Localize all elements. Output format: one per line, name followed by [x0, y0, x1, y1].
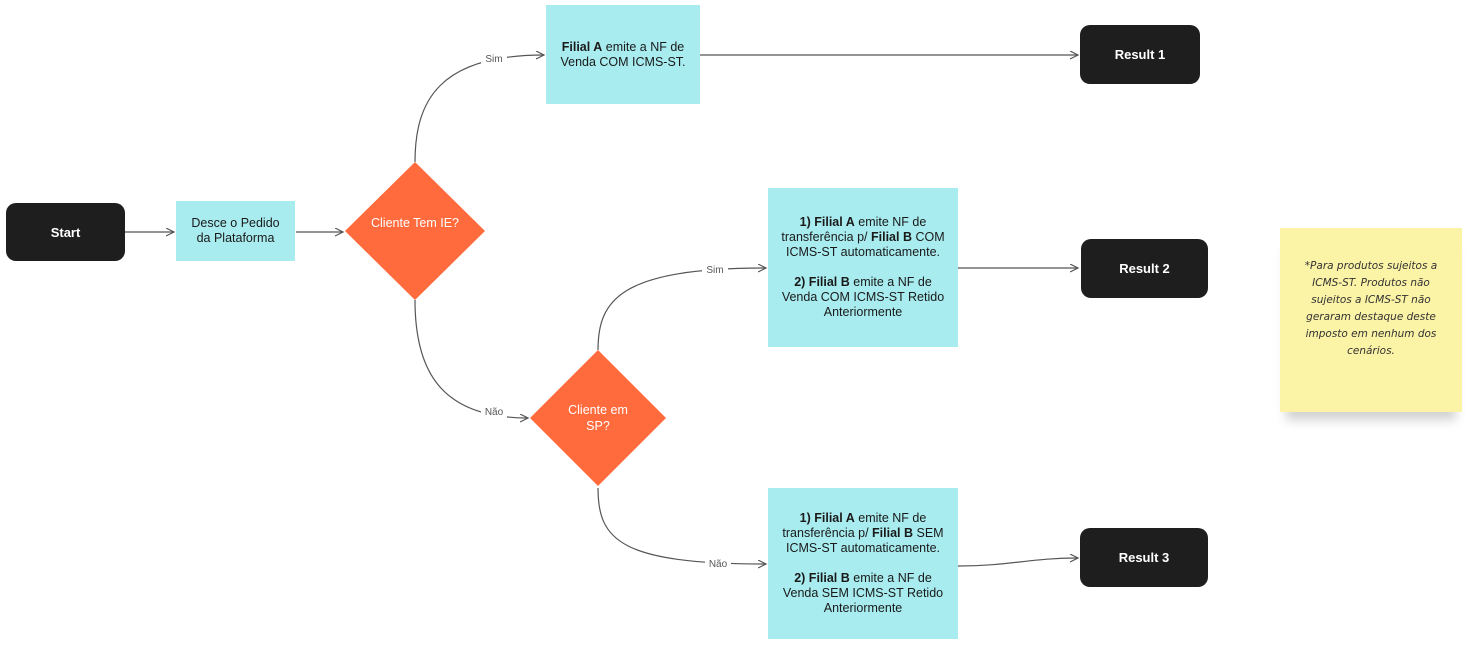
start-node[interactable]: Start — [6, 203, 125, 261]
result-2-node[interactable]: Result 2 — [1081, 239, 1208, 298]
process-transfer-sem-st[interactable]: 1) Filial A emite NF de transferência p/… — [768, 488, 958, 639]
process-filial-a-venda[interactable]: Filial A emite a NF de Venda COM ICMS-ST… — [546, 5, 700, 104]
process-desce-pedido[interactable]: Desce o Pedido da Plataforma — [176, 201, 295, 261]
process-3-step2-bold: 2) Filial B — [794, 571, 850, 585]
sticky-note[interactable]: *Para produtos sujeitos a ICMS-ST. Produ… — [1280, 228, 1462, 412]
process-3-step1-text-b: SEM ICMS-ST automaticamente. — [786, 526, 944, 555]
process-2-step2-text: emite a NF de Venda COM ICMS-ST Retido A… — [781, 275, 945, 319]
process-1-bold: Filial A — [561, 39, 603, 54]
result-1-node[interactable]: Result 1 — [1080, 25, 1200, 84]
result-1-label: Result 1 — [1114, 47, 1166, 62]
process-2-step1-bold: 1) Filial A — [799, 215, 855, 229]
edge-sp-no — [597, 487, 766, 564]
process-desce-label: Desce o Pedido da Plataforma — [191, 216, 280, 245]
process-transfer-com-st[interactable]: 1) Filial A emite NF de transferência p/… — [768, 188, 958, 347]
process-3-step1-bold-b: Filial B — [872, 526, 914, 540]
edge-label-ie-no: Não — [485, 407, 504, 418]
edge-label-sp-no: Não — [709, 559, 728, 570]
result-3-label: Result 3 — [1118, 550, 1170, 565]
process-1-text: emite a NF de Venda COM ICMS-ST. — [560, 39, 686, 69]
decision-cliente-em-sp[interactable] — [530, 350, 666, 486]
edge-ie-yes — [414, 55, 544, 163]
process-3-step1-text-a: emite NF de transferência p/ — [782, 511, 927, 540]
start-label: Start — [50, 224, 81, 240]
edge-process3-result3 — [957, 558, 1078, 567]
decision-sp-label: Cliente em SP? — [568, 403, 628, 433]
process-2-step2-bold: 2) Filial B — [794, 275, 850, 289]
result-2-label: Result 2 — [1119, 261, 1170, 276]
process-2-step1-text-a: emite NF de transferência p/ — [781, 215, 927, 244]
process-2-step1-text-b: COM ICMS-ST automaticamente. — [786, 230, 945, 259]
edge-sp-yes — [597, 268, 766, 351]
edge-label-ie-yes: Sim — [485, 54, 502, 65]
process-3-step2-text: emite a NF de Venda SEM ICMS-ST Retido A… — [782, 571, 944, 615]
decision-cliente-tem-ie[interactable] — [345, 162, 485, 300]
process-2-step1-bold-b: Filial B — [871, 230, 912, 244]
decision-ie-label: Cliente Tem IE? — [370, 216, 459, 230]
edge-label-sp-yes: Sim — [706, 265, 723, 276]
sticky-note-text: *Para produtos sujeitos a ICMS-ST. Produ… — [1304, 260, 1438, 357]
process-3-step1-bold: 1) Filial A — [799, 511, 855, 525]
edge-ie-no — [414, 299, 528, 418]
result-3-node[interactable]: Result 3 — [1080, 528, 1208, 587]
